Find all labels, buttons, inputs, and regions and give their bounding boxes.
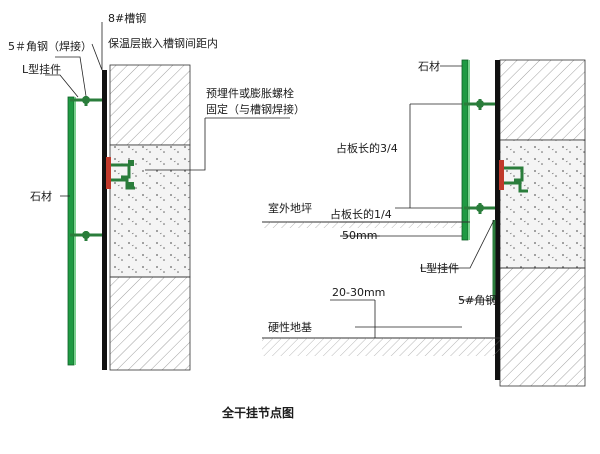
- right-concrete-beam: [499, 139, 586, 269]
- right-wall-upper: [499, 59, 586, 141]
- angle-label: 5＃角钢（焊接）: [8, 39, 92, 53]
- right-bolt-lower: [476, 204, 484, 212]
- stone-panel: [67, 96, 75, 366]
- foundation-hatch: [262, 338, 500, 356]
- ratio-upper-label: 占板长的3/4: [336, 141, 398, 155]
- ground-hatch: [262, 222, 462, 228]
- hanger-label: L型挂件: [22, 62, 61, 76]
- right-angle-label: 5#角钢: [458, 294, 496, 307]
- right-stone-edge: [468, 60, 470, 240]
- right-wall-lower: [499, 267, 586, 387]
- anchor-head-2: [128, 182, 134, 188]
- right-bolt-upper: [476, 100, 484, 108]
- stone-label-left: 石材: [30, 189, 52, 203]
- right-hanger-label: L型挂件: [420, 261, 459, 275]
- bolt-upper: [82, 96, 90, 104]
- right-stone-label: 石材: [418, 59, 440, 73]
- right-detail: 石材 占板长的3/4 室外地坪 占板长的1/4 50mm 20-30mm L型挂…: [262, 59, 586, 387]
- channel-label: 8#槽钢: [108, 12, 146, 25]
- anchor-head: [128, 160, 134, 166]
- ratio-lower-label: 占板长的1/4: [330, 207, 392, 221]
- left-wall-lower: [109, 276, 191, 371]
- stone-panel-edge: [74, 97, 76, 365]
- left-detail: 8#槽钢 保温层嵌入槽钢间距内 5＃角钢（焊接） L型挂件 预埋件或膨胀螺栓 固…: [8, 12, 305, 371]
- left-concrete-beam: [109, 144, 191, 278]
- anchor-label-2: 固定（与槽钢焊接）: [206, 102, 305, 116]
- gap-label: 50mm: [342, 229, 377, 242]
- foundation-label: 硬性地基: [268, 320, 312, 334]
- anchor-label-1: 预埋件或膨胀螺栓: [206, 86, 294, 100]
- ground-label: 室外地坪: [268, 201, 312, 215]
- left-wall-upper: [109, 64, 191, 146]
- diagram-caption: 全干挂节点图: [221, 405, 294, 420]
- right-stone-panel: [461, 59, 469, 241]
- gap-range-label: 20-30mm: [332, 286, 385, 299]
- right-channel-steel: [495, 60, 500, 380]
- channel-steel: [102, 70, 107, 370]
- right-anchor-bolt-icon: [504, 166, 528, 193]
- bolt-lower: [82, 231, 90, 239]
- right-anchor-plate: [499, 160, 504, 190]
- insulation-label: 保温层嵌入槽钢间距内: [108, 36, 218, 50]
- anchor-plate: [106, 157, 111, 189]
